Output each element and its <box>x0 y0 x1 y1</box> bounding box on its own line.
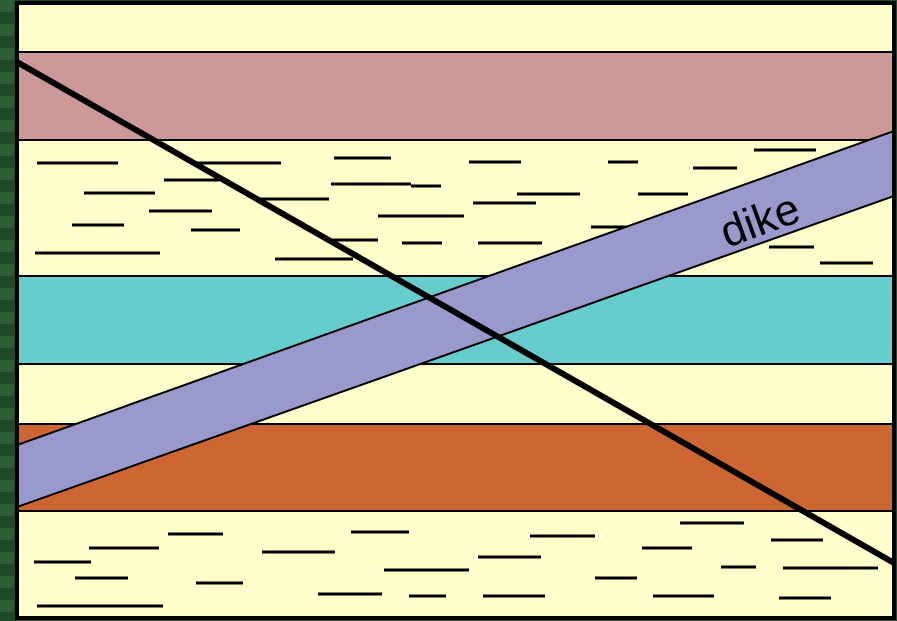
texture-block <box>0 480 14 492</box>
texture-block <box>0 552 14 564</box>
texture-block <box>0 96 14 108</box>
texture-block <box>0 288 14 300</box>
rose-layer <box>17 52 894 140</box>
texture-block <box>0 504 14 516</box>
top-sandstone-layer <box>17 3 894 52</box>
texture-block <box>0 168 14 180</box>
texture-block <box>0 0 14 12</box>
texture-block <box>0 528 14 540</box>
texture-block <box>0 336 14 348</box>
texture-block <box>0 72 14 84</box>
texture-block <box>0 456 14 468</box>
left-texture-strip <box>0 0 14 612</box>
texture-block <box>0 600 14 612</box>
fault-line <box>17 59 894 566</box>
shale-dashes-lower <box>34 521 878 608</box>
texture-block <box>0 144 14 156</box>
texture-block <box>0 24 14 36</box>
texture-block <box>0 48 14 60</box>
texture-block <box>0 384 14 396</box>
texture-block <box>0 240 14 252</box>
texture-block <box>0 312 14 324</box>
diagram-frame <box>15 1 896 620</box>
texture-block <box>0 216 14 228</box>
texture-block <box>0 408 14 420</box>
texture-block <box>0 576 14 588</box>
texture-block <box>0 192 14 204</box>
texture-block <box>0 120 14 132</box>
shale-layer-lower <box>17 511 894 618</box>
texture-block <box>0 360 14 372</box>
dike <box>17 129 894 509</box>
texture-block <box>0 264 14 276</box>
texture-block <box>0 432 14 444</box>
